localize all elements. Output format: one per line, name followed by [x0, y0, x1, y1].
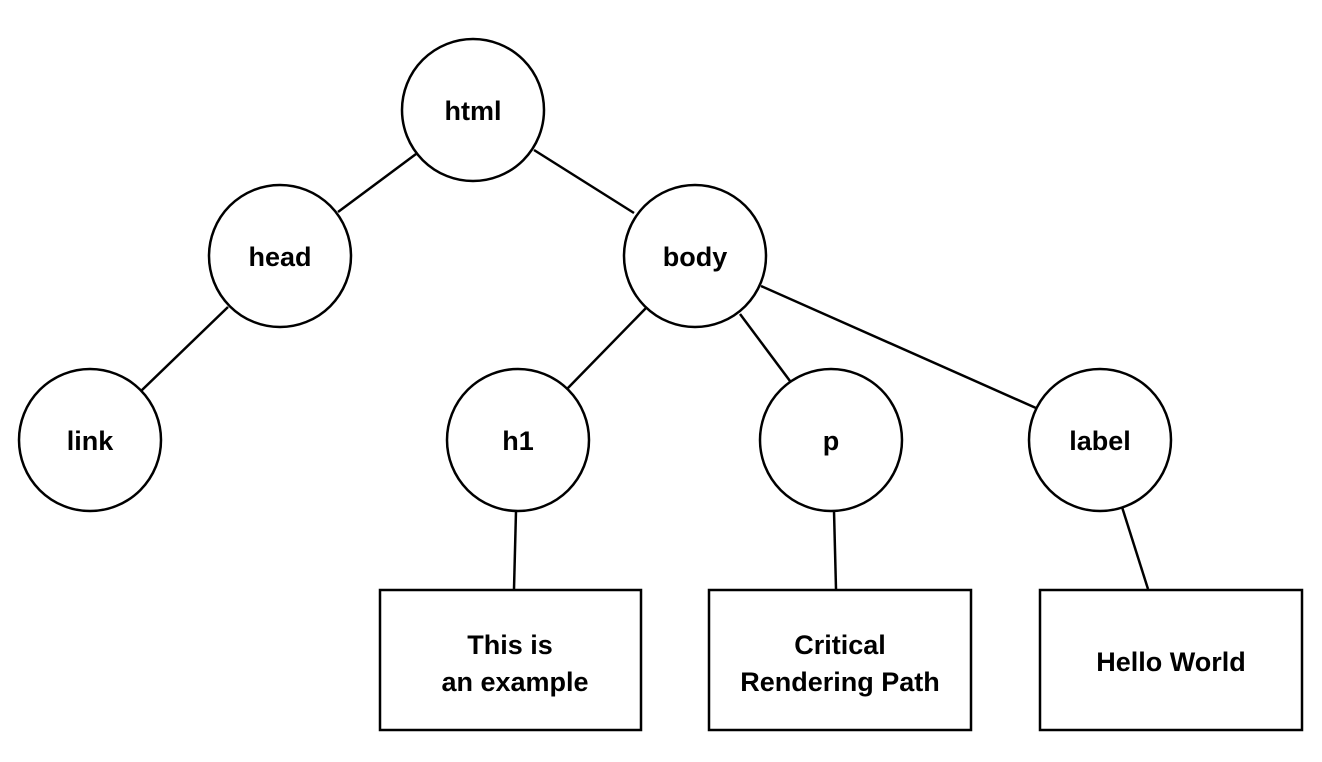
node-html-label: html	[445, 96, 502, 126]
leaf-label-text-line1: Hello World	[1096, 647, 1246, 677]
node-label-circle	[1027, 367, 1173, 513]
node-body-label: body	[663, 242, 728, 272]
node-link-label: link	[67, 426, 114, 456]
edge-p-text	[832, 510, 838, 590]
leaf-p-text-line1: Critical	[794, 630, 886, 660]
node-html-circle	[400, 37, 546, 183]
edge-head-link	[140, 306, 229, 392]
node-h1: h1	[445, 367, 591, 513]
edge-h1-text	[512, 510, 518, 590]
leaf-p-text-line2: Rendering Path	[740, 667, 940, 697]
node-label: label	[1027, 367, 1173, 513]
leaf-h1-text-line2: an example	[441, 667, 588, 697]
leaf-p-text: Critical Rendering Path	[707, 588, 973, 732]
node-p-circle	[758, 367, 904, 513]
node-html: html	[400, 37, 546, 183]
node-p-label: p	[823, 426, 840, 456]
node-head-circle	[207, 183, 353, 329]
node-head-label: head	[248, 242, 311, 272]
edge-html-body	[533, 148, 635, 215]
node-link: link	[17, 367, 163, 513]
node-h1-circle	[445, 367, 591, 513]
edge-label-text	[1120, 506, 1150, 590]
edge-body-h1	[566, 307, 647, 390]
node-body-circle	[622, 183, 768, 329]
leaf-p-text-box	[707, 588, 973, 732]
node-link-circle	[17, 367, 163, 513]
leaf-h1-text: This is an example	[378, 588, 643, 732]
leaf-label-text: Hello World	[1038, 588, 1304, 732]
edge-body-label	[760, 284, 1037, 410]
node-h1-label: h1	[502, 426, 534, 456]
tree-edges	[140, 148, 1150, 590]
leaf-h1-text-line1: This is	[467, 630, 553, 660]
edge-body-p	[738, 313, 792, 382]
leaf-label-text-box	[1038, 588, 1304, 732]
edge-html-head	[337, 152, 417, 214]
node-p: p	[758, 367, 904, 513]
node-head: head	[207, 183, 353, 329]
leaf-h1-text-box	[378, 588, 643, 732]
node-body: body	[622, 183, 768, 329]
node-label-label: label	[1069, 426, 1131, 456]
